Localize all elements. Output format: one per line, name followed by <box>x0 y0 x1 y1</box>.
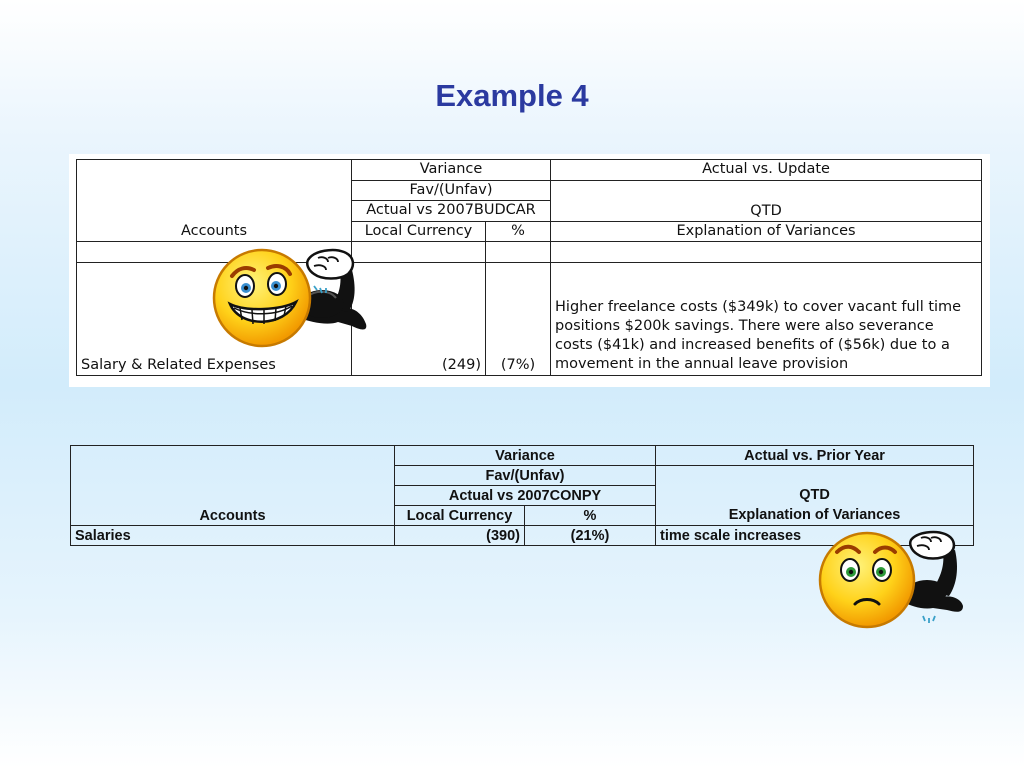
explanation-header: Explanation of Variances <box>550 220 983 242</box>
explanation-line: positions $200k savings. There were also… <box>555 317 934 334</box>
accounts-header: Accounts <box>70 445 395 526</box>
accounts-header: Accounts <box>76 159 352 242</box>
qtd-explanation-header: QTD Explanation of Variances <box>655 465 975 526</box>
local-currency-cell: (249) <box>351 261 486 376</box>
spacer-cell <box>484 241 552 263</box>
percent-cell: (7%) <box>484 261 552 376</box>
local-currency-header: Local Currency <box>351 220 486 242</box>
local-currency-cell: (390) <box>394 525 525 546</box>
percent-header: % <box>523 505 657 526</box>
compare-header: Actual vs 2007CONPY <box>393 485 657 506</box>
qtd-header: QTD <box>799 487 830 503</box>
local-currency-header: Local Currency <box>394 505 525 526</box>
explanation-line: movement in the annual leave provision <box>555 355 849 372</box>
worried-flexing-smiley-icon <box>818 530 963 629</box>
explanation-header: Explanation of Variances <box>728 507 901 523</box>
account-cell: Salaries <box>70 525 395 546</box>
actual-vs-prior-year-header: Actual vs. Prior Year <box>655 445 975 466</box>
fav-unfav-header: Fav/(Unfav) <box>350 179 552 201</box>
variance-header: Variance <box>350 159 552 181</box>
variance-table-prior-year: Accounts Variance Actual vs. Prior Year … <box>70 445 975 546</box>
fav-unfav-header: Fav/(Unfav) <box>393 465 657 486</box>
qtd-header: QTD <box>550 179 983 222</box>
happy-flexing-smiley-icon <box>212 248 367 348</box>
percent-header: % <box>484 220 552 242</box>
explanation-line: costs ($41k) and increased benefits of (… <box>555 336 950 353</box>
variance-header: Variance <box>393 445 657 466</box>
explanation-cell: Higher freelance costs ($349k) to cover … <box>550 261 983 376</box>
explanation-line: Higher freelance costs ($349k) to cover … <box>555 298 962 315</box>
actual-vs-update-header: Actual vs. Update <box>550 159 983 181</box>
page-title: Example 4 <box>435 78 589 113</box>
percent-cell: (21%) <box>523 525 657 546</box>
compare-header: Actual vs 2007BUDCAR <box>350 200 552 222</box>
spacer-cell <box>550 241 983 263</box>
